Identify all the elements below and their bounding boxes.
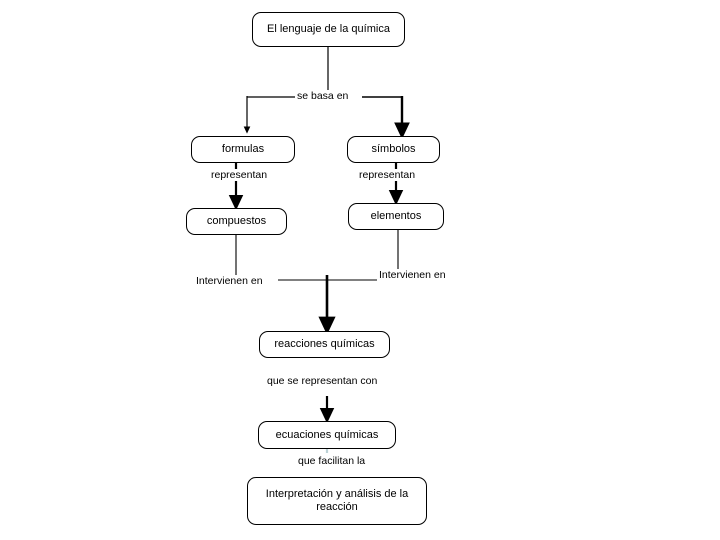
node-interpretacion-analisis[interactable]: Interpretación y análisis de la reacción bbox=[247, 477, 427, 525]
node-lenguaje[interactable]: El lenguaje de la química bbox=[252, 12, 405, 47]
edge-label-representan-simbolos: representan bbox=[357, 169, 418, 181]
edge-label-intervienen-en-compuestos: Intervienen en bbox=[194, 275, 265, 287]
node-ecuaciones-quimicas[interactable]: ecuaciones químicas bbox=[258, 421, 396, 449]
node-compuestos[interactable]: compuestos bbox=[186, 208, 287, 235]
edge-label-representan-formulas: representan bbox=[209, 169, 270, 181]
edge-label-que-se-representan-con: que se representan con bbox=[265, 375, 380, 387]
edge-label-que-facilitan-la: que facilitan la bbox=[296, 455, 368, 467]
node-formulas[interactable]: formulas bbox=[191, 136, 295, 163]
node-elementos[interactable]: elementos bbox=[348, 203, 444, 230]
edge-label-se-basa-en: se basa en bbox=[295, 90, 351, 102]
node-simbolos[interactable]: símbolos bbox=[347, 136, 440, 163]
node-reacciones-quimicas[interactable]: reacciones químicas bbox=[259, 331, 390, 358]
edge-label-intervienen-en-elementos: Intervienen en bbox=[377, 269, 448, 281]
